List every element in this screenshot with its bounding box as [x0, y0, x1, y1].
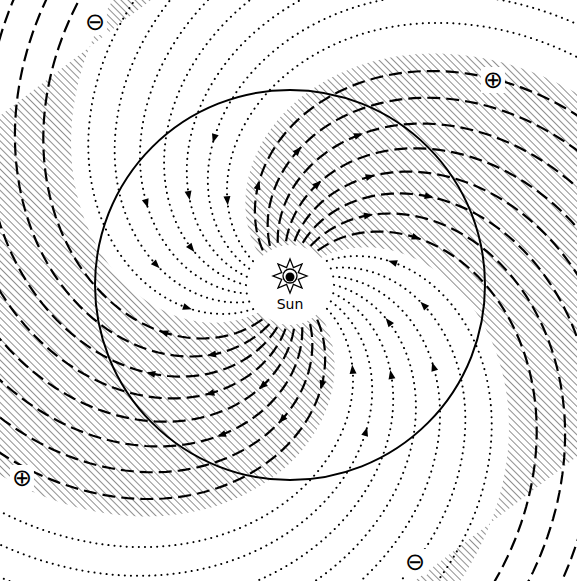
- field-arrowhead: [350, 365, 357, 374]
- field-arrowhead: [361, 427, 368, 437]
- hatched-sector: [0, 0, 370, 516]
- outward-field-line: [294, 172, 577, 581]
- outward-field-line: [0, 5, 302, 446]
- outward-field-line: [0, 0, 294, 422]
- field-arrowhead: [420, 302, 429, 311]
- field-arrowhead: [186, 243, 194, 252]
- inward-field-line: [164, 0, 577, 285]
- field-arrowhead: [185, 190, 192, 199]
- field-arrows: [142, 133, 438, 437]
- field-arrowhead: [312, 181, 321, 190]
- polarity-sign: ⊖: [83, 9, 107, 35]
- field-arrowhead: [212, 133, 219, 143]
- field-arrowhead: [365, 174, 375, 181]
- field-arrowhead: [293, 147, 302, 156]
- field-arrowhead: [159, 330, 169, 337]
- field-arrowhead: [431, 362, 438, 372]
- field-arrowhead: [389, 370, 396, 379]
- field-arrowhead: [207, 351, 216, 358]
- field-arrowhead: [223, 196, 230, 205]
- sun-rays: [273, 259, 307, 293]
- polarity-sign: ⊕: [10, 465, 34, 491]
- sun-disk: [283, 269, 297, 283]
- field-arrowhead: [411, 233, 421, 240]
- polarity-sign: ⊖: [403, 549, 427, 575]
- field-arrowhead: [386, 318, 394, 327]
- inward-field-line: [187, 0, 577, 277]
- field-arrowhead: [424, 192, 434, 199]
- sun-symbol: [250, 245, 330, 325]
- inward-field-line: [140, 0, 577, 294]
- field-arrowhead: [320, 380, 327, 390]
- inward-field-line: [0, 276, 440, 581]
- inward-field-line: [208, 0, 577, 269]
- inward-field-line: [0, 309, 353, 547]
- sun-core: [286, 273, 295, 282]
- inward-field-line: [115, 0, 530, 302]
- earth-orbit: [95, 90, 485, 480]
- sun-label: Sun: [275, 296, 306, 312]
- inward-field-line: [0, 301, 372, 575]
- outward-field-line: [0, 0, 286, 398]
- outward-field-line: [0, 0, 277, 377]
- field-arrowhead: [146, 371, 156, 378]
- outward-field-line: [278, 124, 577, 565]
- field-arrowhead: [364, 213, 373, 220]
- field-arrowhead: [259, 381, 268, 390]
- field-arrowhead: [279, 414, 288, 423]
- field-arrowhead: [217, 430, 227, 437]
- field-arrowhead: [388, 260, 398, 267]
- field-arrowhead: [182, 303, 192, 310]
- outward-field-line: [0, 166, 325, 499]
- field-arrowhead: [254, 181, 261, 191]
- field-arrowhead: [353, 133, 363, 140]
- inward-field-line: [0, 285, 416, 581]
- inward-field-line: [0, 293, 393, 581]
- inward-field-line: [51, 268, 466, 581]
- inward-field-line: [227, 23, 577, 261]
- field-arrowhead: [142, 198, 149, 208]
- field-arrowhead: [151, 259, 160, 268]
- sun-ground: [250, 245, 330, 325]
- polarity-sign: ⊕: [481, 67, 505, 93]
- field-arrowhead: [205, 389, 215, 396]
